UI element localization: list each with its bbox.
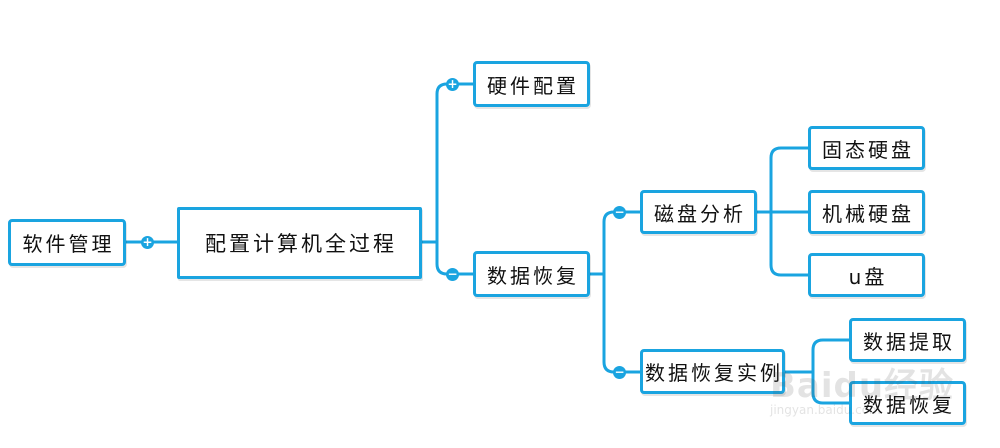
- collapse-toggle-recovery-example-icon[interactable]: −: [613, 365, 626, 379]
- node-data-recovery-example[interactable]: 数据恢复实例: [640, 349, 785, 394]
- node-hdd[interactable]: 机械硬盘: [808, 190, 925, 234]
- node-ssd[interactable]: 固态硬盘: [808, 126, 925, 170]
- node-hardware-config[interactable]: 硬件配置: [473, 61, 590, 107]
- node-data-recovery[interactable]: 数据恢复: [473, 251, 590, 297]
- collapse-toggle-recovery-icon[interactable]: −: [446, 267, 459, 281]
- connector-example-recover: [811, 370, 851, 405]
- baidu-jingyan-watermark: Baidu经验 jingyan.baidu.com: [770, 358, 954, 417]
- connector-root-hardware: [435, 82, 475, 244]
- connector-example-extract: [811, 338, 851, 374]
- node-data-extract[interactable]: 数据提取: [849, 318, 966, 362]
- connector-disk-usb: [769, 210, 810, 277]
- node-software-management[interactable]: 软件管理: [8, 219, 126, 266]
- node-data-recover[interactable]: 数据恢复: [849, 381, 966, 425]
- watermark-url: jingyan.baidu.com: [770, 403, 881, 417]
- node-usb-drive[interactable]: u盘: [808, 253, 925, 297]
- watermark-brand: Baidu经验: [770, 366, 955, 406]
- expand-toggle-hardware-icon[interactable]: +: [446, 77, 459, 91]
- node-disk-analysis[interactable]: 磁盘分析: [640, 190, 757, 234]
- connector-disk-ssd: [769, 146, 810, 214]
- node-root-configure-computer[interactable]: 配置计算机全过程: [177, 207, 422, 279]
- collapse-toggle-disk-analysis-icon[interactable]: −: [613, 205, 626, 219]
- expand-toggle-software-icon[interactable]: +: [141, 235, 154, 249]
- connector-recovery-example: [602, 272, 642, 374]
- connector-recovery-disk: [602, 210, 642, 276]
